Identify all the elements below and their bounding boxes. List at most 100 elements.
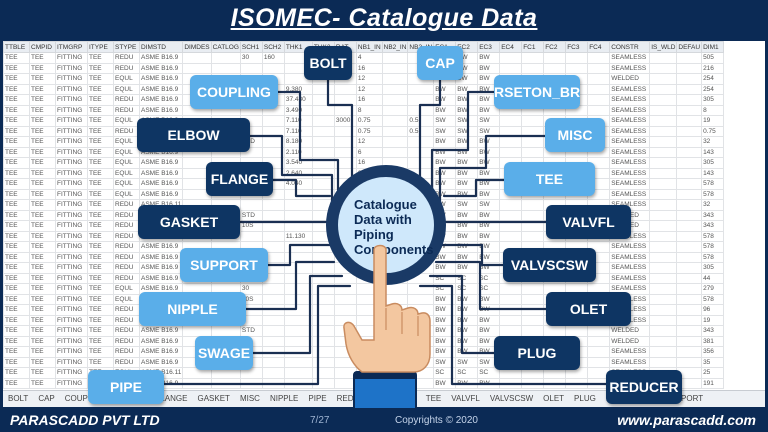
sheet-tab[interactable]: VALVFL — [451, 394, 480, 403]
node-misc: MISC — [545, 118, 605, 152]
sheet-cell: SEAMLESS — [609, 346, 651, 358]
sheet-cell — [283, 314, 313, 326]
hub-label: Catalogue Data with Piping Components — [354, 197, 434, 257]
sheet-cell — [283, 209, 313, 221]
sheet-cell: TEE — [29, 104, 56, 116]
sheet-cell — [261, 62, 285, 74]
sheet-cell — [283, 241, 313, 253]
sheet-cell: REDU — [113, 251, 140, 263]
sheet-cell: TEE — [87, 335, 114, 347]
sheet-cell: REDU — [113, 241, 140, 253]
sheet-cell: 578 — [701, 251, 725, 263]
sheet-cell: SW — [455, 125, 479, 137]
sheet-cell: ASME B16.9 — [138, 73, 184, 85]
sheet-header-cell: FC1 — [521, 41, 545, 53]
sheet-cell: ASME B16.9 — [138, 178, 184, 190]
sheet-cell — [283, 377, 313, 389]
sheet-cell — [311, 136, 335, 148]
sheet-tab[interactable]: NIPPLE — [269, 394, 299, 403]
sheet-cell — [587, 52, 611, 64]
website-url[interactable]: www.parascadd.com — [617, 412, 756, 428]
sheet-cell — [261, 125, 285, 137]
sheet-cell: TEE — [3, 83, 30, 95]
sheet-cell: BW — [455, 230, 479, 242]
sheet-cell — [283, 262, 313, 274]
sheet-header-cell: NB2_IN — [381, 41, 409, 53]
sheet-cell — [261, 293, 285, 305]
sheet-cell — [649, 314, 678, 326]
sheet-cell: REDU — [113, 346, 140, 358]
sheet-cell: 216 — [701, 62, 725, 74]
sheet-tab[interactable]: PLUG — [574, 394, 596, 403]
sheet-cell: BW — [477, 62, 501, 74]
sheet-cell: SC — [477, 283, 501, 295]
sheet-cell: TEE — [87, 283, 114, 295]
sheet-cell — [381, 52, 409, 64]
sheet-cell — [182, 325, 212, 337]
sheet-cell: FITTING — [55, 209, 88, 221]
sheet-cell — [261, 377, 285, 389]
sheet-tab[interactable]: FLANGE — [155, 394, 188, 403]
sheet-cell — [676, 293, 703, 305]
sheet-cell — [676, 157, 703, 169]
sheet-cell: ASME B16.9 — [138, 251, 184, 263]
sheet-cell: TEE — [29, 262, 56, 274]
sheet-cell — [649, 52, 678, 64]
sheet-header-cell: DIMDES — [182, 41, 212, 53]
sheet-cell: 0.75 — [355, 115, 383, 127]
sheet-cell: TEE — [3, 251, 30, 263]
sheet-tab[interactable]: COUPLING — [64, 394, 107, 403]
sheet-cell: ASME B16.9 — [138, 52, 184, 64]
sheet-cell: TEE — [29, 83, 56, 95]
sheet-cell — [333, 157, 357, 169]
sheet-cell — [676, 83, 703, 95]
sheet-cell: BW — [477, 52, 501, 64]
sheet-cell — [587, 335, 611, 347]
sheet-cell — [676, 209, 703, 221]
sheet-cell — [565, 377, 589, 389]
sheet-tab[interactable]: CAP — [38, 394, 55, 403]
sheet-cell — [182, 52, 212, 64]
sheet-tab[interactable]: GASKET — [197, 394, 230, 403]
sheet-cell: BW — [433, 146, 457, 158]
sheet-cell: FITTING — [55, 167, 88, 179]
sheet-cell: EQUL — [113, 283, 140, 295]
sheet-tab[interactable]: SUPPORT — [664, 394, 704, 403]
sheet-header-cell: EC3 — [477, 41, 501, 53]
sheet-cell — [649, 304, 678, 316]
sheet-tab[interactable]: BOLT — [8, 394, 29, 403]
sheet-cell — [407, 157, 435, 169]
sheet-cell — [649, 199, 678, 211]
sheet-cell: TEE — [3, 146, 30, 158]
sheet-cell: TEE — [87, 188, 114, 200]
sheet-cell: 12 — [355, 83, 383, 95]
sheet-cell: TEE — [3, 367, 30, 379]
sheet-cell: REDU — [113, 209, 140, 221]
sheet-cell: TEE — [3, 220, 30, 232]
sheet-tab[interactable]: PIPE — [308, 394, 327, 403]
sheet-cell — [649, 346, 678, 358]
sheet-cell — [283, 293, 313, 305]
sheet-cell: SW — [433, 115, 457, 127]
sheet-cell — [261, 115, 285, 127]
sheet-cell: 160 — [261, 52, 285, 64]
sheet-cell — [210, 325, 241, 337]
sheet-cell — [283, 199, 313, 211]
sheet-tab[interactable]: MISC — [239, 394, 260, 403]
sheet-tab[interactable]: TEE — [425, 394, 442, 403]
sheet-tab[interactable]: VALVSCSW — [489, 394, 534, 403]
sheet-cell — [283, 251, 313, 263]
sheet-cell — [676, 220, 703, 232]
sheet-cell: FITTING — [55, 283, 88, 295]
sheet-cell: TEE — [3, 115, 30, 127]
sheet-cell: BW — [477, 251, 501, 263]
sheet-cell — [283, 356, 313, 368]
sheet-cell — [283, 188, 313, 200]
sheet-tab[interactable]: OLET — [543, 394, 565, 403]
sheet-cell: TEE — [29, 146, 56, 158]
sheet-cell: TEE — [3, 356, 30, 368]
sheet-cell: SEAMLESS — [609, 157, 651, 169]
